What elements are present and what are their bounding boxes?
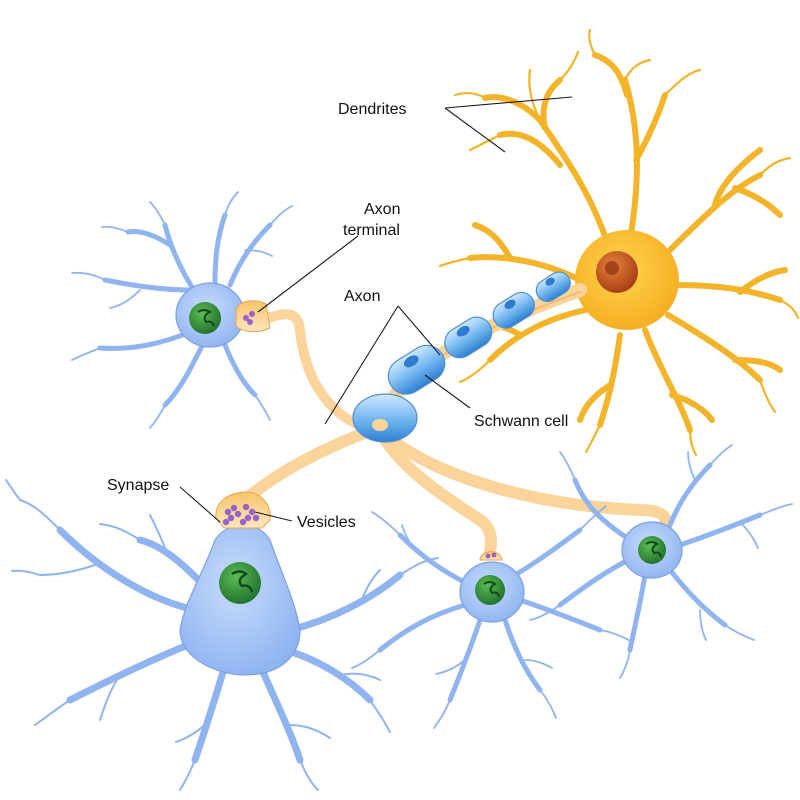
label-axon-terminal-line2: terminal xyxy=(343,222,400,239)
label-schwann-cell: Schwann cell xyxy=(474,413,568,430)
label-synapse: Synapse xyxy=(107,477,169,494)
leader-lines xyxy=(179,96,573,523)
schwann-cells xyxy=(352,271,571,443)
blue-neuron-bottom-middle xyxy=(351,505,633,729)
orange-neuron xyxy=(438,28,800,457)
blue-neuron-right xyxy=(529,444,793,679)
blue-neuron-bottom-left xyxy=(5,479,439,791)
schwann-cell-body xyxy=(352,393,418,443)
label-dendrites: Dendrites xyxy=(338,101,406,118)
blue-neuron-top-left xyxy=(71,191,293,429)
label-vesicles: Vesicles xyxy=(297,514,356,531)
vesicles-cluster xyxy=(222,503,260,526)
label-axon: Axon xyxy=(344,288,380,305)
label-axon-terminal-line1: Axon xyxy=(364,201,400,218)
axon-terminal-top xyxy=(235,300,271,333)
synapse-terminal xyxy=(215,491,271,529)
